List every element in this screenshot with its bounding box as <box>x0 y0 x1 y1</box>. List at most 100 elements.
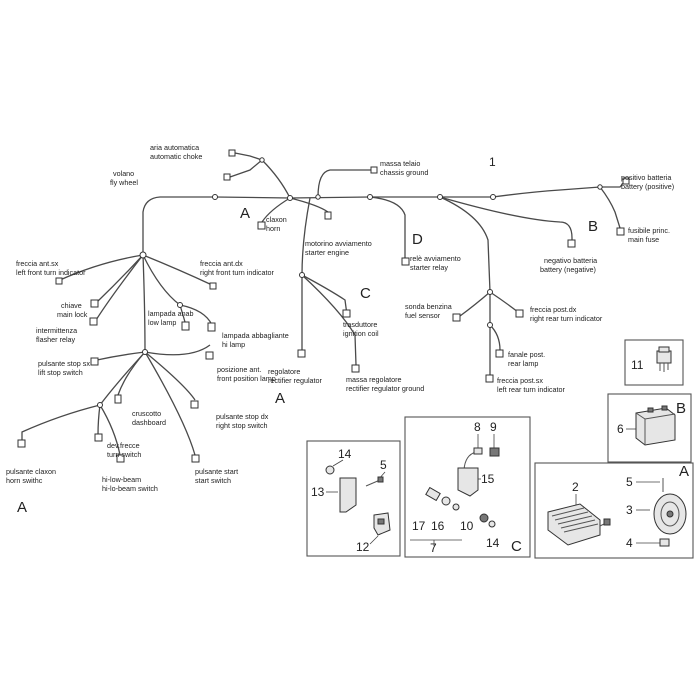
inset-c-num-7: 7 <box>430 541 437 555</box>
label-letter-a-mid: A <box>275 390 285 407</box>
label-rectifier-regulator: rectifier regulator <box>268 376 323 385</box>
inset-left-num-5: 5 <box>380 458 387 472</box>
label-lampada-abbagliante: lampada abbagliante <box>222 331 289 340</box>
label-trasduttore: trasduttore <box>343 320 377 329</box>
label-letter-b-top: B <box>588 218 598 235</box>
label-letter-a-top: A <box>240 205 250 222</box>
label-regolatore: regolatore <box>268 367 300 376</box>
connectors <box>17 149 630 463</box>
inset-a-num-3: 3 <box>626 503 633 517</box>
sensor-part <box>457 467 479 497</box>
label-fly-wheel: fly wheel <box>110 178 138 187</box>
harness-nodes <box>97 157 603 408</box>
label-left-front-turn-indicator: left front turn indicator <box>16 268 86 277</box>
inset-a-letter: A <box>679 463 689 480</box>
inset-c-num-15: 15 <box>481 472 495 486</box>
label-right-front-turn-indicator: right front turn indicator <box>200 268 275 277</box>
inset-relay-11: 11 <box>624 339 684 386</box>
main-harness <box>21 152 625 456</box>
label-freccia-post-dx: freccia post.dx <box>530 305 577 314</box>
label-battery-positive: battery (positive) <box>621 182 674 191</box>
label-pulsante-start: pulsante start <box>195 467 238 476</box>
inset-battery-b: B 6 <box>607 393 692 463</box>
label-pulsante-stop-dx: pulsante stop dx <box>216 412 269 421</box>
label-fuel-sensor: fuel sensor <box>405 311 441 320</box>
label-letter-d: D <box>412 231 423 248</box>
label-horn: horn <box>266 224 280 233</box>
label-claxon: claxon <box>266 215 287 224</box>
label-letter-a-bottom: A <box>17 499 27 516</box>
inset-bracket-coil: 14 5 13 12 <box>306 440 401 557</box>
label-starter-engine: starter engine <box>305 248 349 257</box>
label-volano: volano <box>113 169 134 178</box>
inset-b-number: 6 <box>617 422 624 436</box>
label-front-position-lamp: front position lamp <box>217 374 276 383</box>
label-rectifier-regulator-ground: rectifier regulator ground <box>346 384 424 393</box>
inset-b-letter: B <box>676 400 686 417</box>
label-freccia-ant-dx: freccia ant.dx <box>200 259 243 268</box>
label-rele-avviamento: relè avviamento <box>410 254 461 263</box>
label-hi-lamp: hi lamp <box>222 340 245 349</box>
label-starter-relay: starter relay <box>410 263 448 272</box>
inset-11-number: 11 <box>631 358 644 372</box>
label-battery-negative: battery (negative) <box>540 265 596 274</box>
inset-c-num-10: 10 <box>460 519 474 533</box>
inset-c-num-9: 9 <box>490 420 497 434</box>
label-massa-telaio: massa telaio <box>380 159 420 168</box>
label-sonda-benzina: sonda benzina <box>405 302 452 311</box>
inset-a-num-2: 2 <box>572 480 579 494</box>
inset-c-sensor: C 8 9 15 17 16 10 14 7 <box>404 416 531 558</box>
label-lampada-anab: lampada anab <box>148 309 194 318</box>
harness-labels: aria automatica automatic choke volano f… <box>6 143 674 516</box>
label-posizione-ant: posizione ant. <box>217 365 261 374</box>
label-hi-low-beam: hi-low-beam <box>102 475 141 484</box>
label-right-rear-turn-indicator: right rear turn indicator <box>530 314 603 323</box>
label-massa-regolatore: massa regolatore <box>346 375 402 384</box>
inset-c-num-17: 17 <box>412 519 426 533</box>
label-automatic-choke: automatic choke <box>150 152 202 161</box>
label-chiave: chiave <box>61 301 82 310</box>
inset-c-num-8: 8 <box>474 420 481 434</box>
label-negativo-batteria: negativo batteria <box>544 256 597 265</box>
label-left-rear-turn-indicator: left rear turn indicator <box>497 385 566 394</box>
inset-c-num-16: 16 <box>431 519 445 533</box>
label-letter-c-top: C <box>360 285 371 302</box>
label-horn-swithc: horn swithc <box>6 476 43 485</box>
label-freccia-ant-sx: freccia ant.sx <box>16 259 59 268</box>
inset-left-num-12: 12 <box>356 540 370 554</box>
label-main-fuse: main fuse <box>628 235 659 244</box>
inset-c-letter: C <box>511 538 522 555</box>
label-flasher-relay: flasher relay <box>36 335 76 344</box>
bracket-part <box>339 477 357 513</box>
label-intermittenza: intermittenza <box>36 326 77 335</box>
label-low-lamp: low lamp <box>148 318 176 327</box>
label-freccia-post-sx: freccia post.sx <box>497 376 543 385</box>
inset-a-num-4: 4 <box>626 536 633 550</box>
inset-left-num-14: 14 <box>338 447 352 461</box>
label-rear-lamp: rear lamp <box>508 359 538 368</box>
label-hi-lo-beam-switch: hi-lo-beam switch <box>102 484 158 493</box>
label-pulsante-claxon: pulsante claxon <box>6 467 56 476</box>
label-start-switch: start switch <box>195 476 231 485</box>
label-fanale-post: fanale post. <box>508 350 545 359</box>
inset-a-regulator-horn: A 2 5 3 4 <box>534 462 694 559</box>
label-pulsante-stop-sx: pulsante stop sx <box>38 359 90 368</box>
label-turn-switch: turn switch <box>107 450 141 459</box>
inset-a-num-5: 5 <box>626 475 633 489</box>
label-ignition-coil: ignition coil <box>343 329 379 338</box>
label-cruscotto: cruscotto <box>132 409 161 418</box>
label-chassis-ground: chassis ground <box>380 168 428 177</box>
inset-left-num-13: 13 <box>311 485 325 499</box>
label-positivo-batteria: positivo batteria <box>621 173 671 182</box>
label-right-stop-switch: right stop switch <box>216 421 268 430</box>
label-fusibile-princ: fusibile princ. <box>628 226 670 235</box>
label-main-lock: main lock <box>57 310 88 319</box>
label-motorino-avviamento: motorino avviamento <box>305 239 372 248</box>
label-dev-frecce: dev.frecce <box>107 441 140 450</box>
label-dashboard: dashboard <box>132 418 166 427</box>
label-num-1: 1 <box>489 155 496 169</box>
inset-c-num-14: 14 <box>486 536 500 550</box>
label-aria-automatica: aria automatica <box>150 143 199 152</box>
